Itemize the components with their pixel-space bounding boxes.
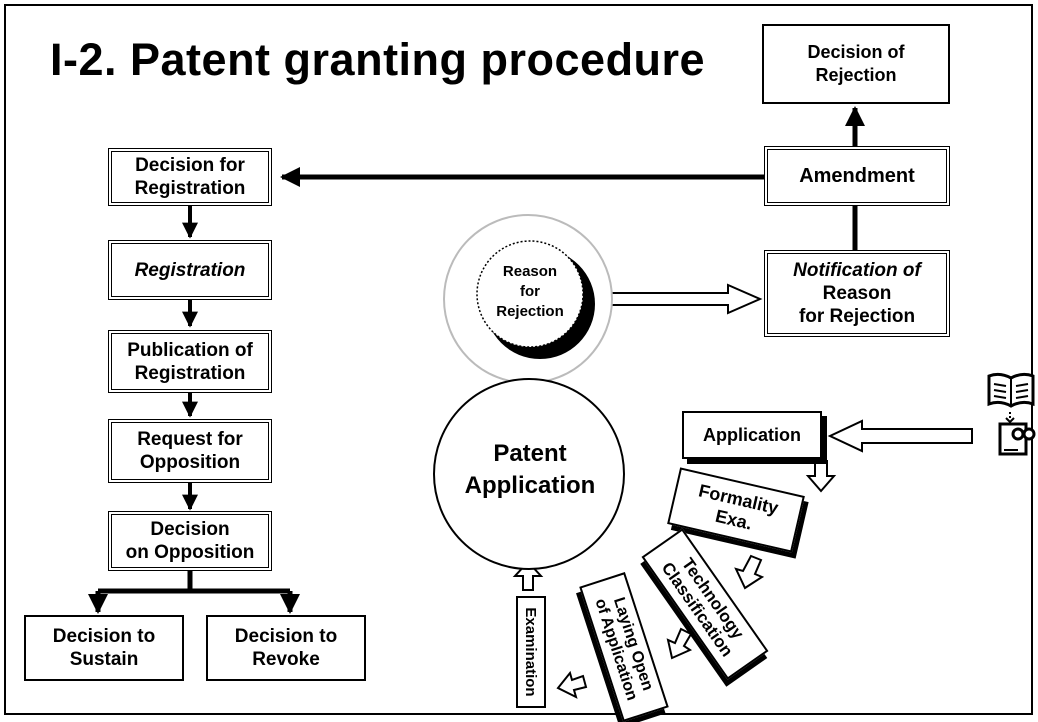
slide-title: I-2. Patent granting procedure: [50, 34, 706, 85]
decision-to-sustain-box: Decision to Sustain: [24, 615, 184, 681]
decision-on-opposition-box: Decision on Opposition: [108, 511, 272, 571]
examination-label: Examination: [522, 607, 540, 697]
decision-to-revoke-box: Decision to Revoke: [206, 615, 366, 681]
request-for-opposition-box: Request for Opposition: [108, 419, 272, 483]
decision-of-rejection-box: Decision of Rejection: [762, 24, 950, 104]
formality-exa-label: Formality Exa.: [696, 480, 781, 534]
application-label: Application: [703, 424, 801, 445]
amendment-box: Amendment: [764, 146, 950, 206]
registration-label: Registration: [134, 259, 246, 281]
hollow-arrow-technology-to-laying: [666, 627, 693, 660]
patent-application-label: Patent Application: [464, 440, 596, 499]
publication-of-registration-label: Publication of Registration: [127, 339, 253, 384]
applicant-document-icon: [998, 412, 1036, 456]
publication-of-registration-box: Publication of Registration: [108, 330, 272, 393]
registration-box: Registration: [108, 240, 272, 300]
decision-of-rejection-label: Decision of Rejection: [807, 42, 905, 85]
slide-frame: [4, 4, 1033, 715]
application-box: Application: [682, 411, 822, 459]
hollow-arrow-laying-to-examination: [556, 670, 588, 699]
amendment-label: Amendment: [799, 164, 915, 187]
hollow-arrow-applicant-to-application: [827, 419, 973, 453]
notification-box: Notification of Reason for Rejection: [764, 250, 950, 337]
decision-on-opposition-label: Decision on Opposition: [125, 519, 255, 563]
notification-label-line2: Reason for Rejection: [798, 283, 916, 327]
examination-box: Examination: [516, 596, 546, 708]
reason-for-rejection-label: Reason for Rejection: [496, 263, 564, 320]
patent-application-circle: [433, 378, 625, 570]
decision-to-sustain-label: Decision to Sustain: [52, 626, 156, 670]
decision-for-registration-label: Decision for Registration: [134, 155, 246, 199]
reason-for-rejection-circle: [476, 240, 584, 348]
hollow-arrow-formality-to-technology: [734, 554, 765, 590]
open-book-icon: [987, 372, 1035, 408]
decision-for-registration-box: Decision for Registration: [108, 148, 272, 206]
decision-to-revoke-label: Decision to Revoke: [234, 626, 338, 670]
request-for-opposition-label: Request for Opposition: [137, 429, 243, 473]
hollow-arrow-application-to-formality: [805, 460, 837, 493]
hollow-arrow-reason-to-notification: [603, 283, 763, 315]
notification-label-line1: Notification of: [793, 260, 921, 281]
